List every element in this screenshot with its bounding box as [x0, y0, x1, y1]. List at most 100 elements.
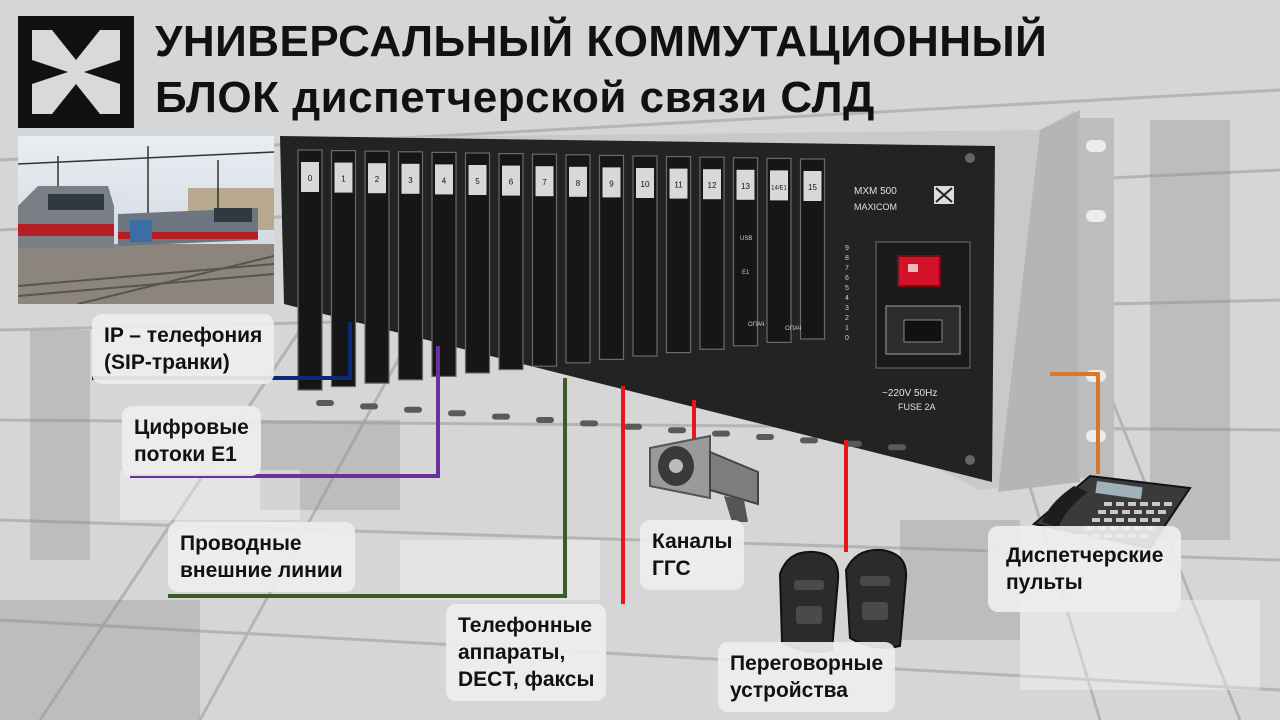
slot-number-tag	[502, 165, 520, 196]
label-line: внешние линии	[180, 559, 343, 582]
slot-number-tag	[301, 162, 319, 192]
slot-number-tag	[535, 166, 554, 197]
row-number: 9	[845, 245, 849, 252]
slot-number-tag	[803, 171, 822, 201]
console-key	[1146, 510, 1154, 514]
row-number: 8	[845, 255, 849, 262]
label-line: Каналы	[652, 530, 733, 553]
telephones-label: Телефонные аппараты, DECT, факсы	[446, 604, 607, 701]
console-key	[1104, 518, 1112, 522]
slot-number: 12	[708, 181, 717, 190]
row-number: 2	[845, 315, 849, 322]
slot-number: 8	[576, 179, 581, 188]
slot-number: 14/E1	[771, 185, 787, 191]
console-key	[1128, 502, 1136, 506]
console-key	[1164, 502, 1172, 506]
slot-number-tag	[602, 167, 621, 198]
vent-slot	[756, 434, 774, 440]
console-key	[1122, 510, 1130, 514]
label-line: DECT, факсы	[458, 668, 595, 691]
slot-number-tag	[468, 165, 487, 195]
slot-number-tag	[636, 168, 654, 198]
vent-slot	[316, 400, 334, 406]
card-side-label: USB	[740, 236, 752, 242]
slot-number-tag	[334, 162, 353, 193]
vent-slot	[360, 403, 378, 410]
dispatcher-consoles-label: Диспетчерские пульты	[988, 526, 1182, 612]
slot-number: 13	[741, 182, 750, 191]
label-line: IP – телефония	[104, 324, 263, 347]
label-line: потоки Е1	[134, 443, 237, 466]
power-rating: ~220V 50Hz	[882, 388, 937, 399]
row-number: 1	[845, 325, 849, 332]
intercom-devices-label: Переговорные устройства	[718, 642, 896, 712]
slot-number-tag	[401, 163, 420, 194]
intercom-device-icon	[778, 548, 908, 653]
lines-wire	[168, 378, 567, 598]
card-side-label: ОПАЧ	[748, 322, 765, 328]
slot-number-tag	[435, 164, 453, 195]
device-model: MXM 500	[854, 186, 897, 197]
slot-number-tag	[703, 169, 721, 200]
slot-number: 9	[609, 179, 614, 188]
disp-wire	[1050, 372, 1100, 474]
slot-number-tag	[770, 170, 788, 201]
slot-number: 0	[308, 174, 313, 183]
console-key	[1140, 502, 1148, 506]
slot-number: 1	[341, 175, 346, 184]
vent-slot	[712, 430, 730, 437]
console-key	[1116, 502, 1124, 506]
slot-number: 5	[475, 177, 480, 186]
console-key	[1116, 518, 1124, 522]
row-number: 3	[845, 305, 849, 312]
electric-train-photo	[18, 136, 274, 304]
vent-slot	[624, 423, 642, 430]
vent-slot	[800, 437, 818, 444]
label-line: пульты	[1006, 571, 1083, 594]
slot-number-tag	[736, 169, 755, 200]
vent-slot	[536, 417, 554, 423]
console-key	[1152, 502, 1160, 506]
row-number: 6	[845, 275, 849, 282]
ip-telephony-label: IP – телефония (SIP-транки)	[92, 314, 275, 384]
row-number: 7	[845, 265, 849, 272]
page-title-line-1: УНИВЕРСАЛЬНЫЙ КОММУТАЦИОННЫЙ	[155, 17, 1048, 66]
label-line: Переговорные	[730, 652, 884, 675]
maxicom-logo	[18, 16, 134, 128]
label-line: Проводные	[180, 532, 302, 555]
console-key	[1152, 518, 1160, 522]
vent-slot	[404, 406, 422, 413]
slot-number: 6	[509, 178, 514, 187]
slot-number-tag	[569, 166, 587, 197]
slot-number-tag	[669, 168, 688, 199]
page-title-line-2: БЛОК диспетчерской связи СЛД	[155, 73, 875, 122]
device-brand: MAXICOM	[854, 202, 897, 212]
slot-number: 10	[641, 180, 650, 189]
label-line: аппараты,	[458, 641, 566, 664]
card-side-label: E1	[742, 270, 750, 276]
ggs-channels-label: Каналы ГГС	[640, 520, 745, 590]
digital-e1-label: Цифровые потоки Е1	[122, 406, 261, 476]
console-key	[1104, 502, 1112, 506]
console-key	[1134, 510, 1142, 514]
console-key	[1128, 518, 1136, 522]
slot-number: 3	[408, 176, 413, 185]
label-line: Цифровые	[134, 416, 249, 439]
slot-number: 7	[542, 178, 547, 187]
label-line: устройства	[730, 679, 848, 702]
console-key	[1140, 518, 1148, 522]
vent-slot	[844, 440, 862, 447]
vent-slot	[580, 420, 598, 427]
slot-number-tag	[368, 163, 386, 194]
row-number: 0	[845, 335, 849, 342]
console-key	[1092, 518, 1100, 522]
external-lines-label: Проводные внешние линии	[168, 522, 355, 592]
row-number: 5	[845, 285, 849, 292]
vent-slot	[668, 427, 686, 434]
vent-slot	[448, 410, 466, 417]
row-number: 4	[845, 295, 849, 302]
label-line: Диспетчерские	[1006, 544, 1164, 567]
console-key	[1098, 510, 1106, 514]
